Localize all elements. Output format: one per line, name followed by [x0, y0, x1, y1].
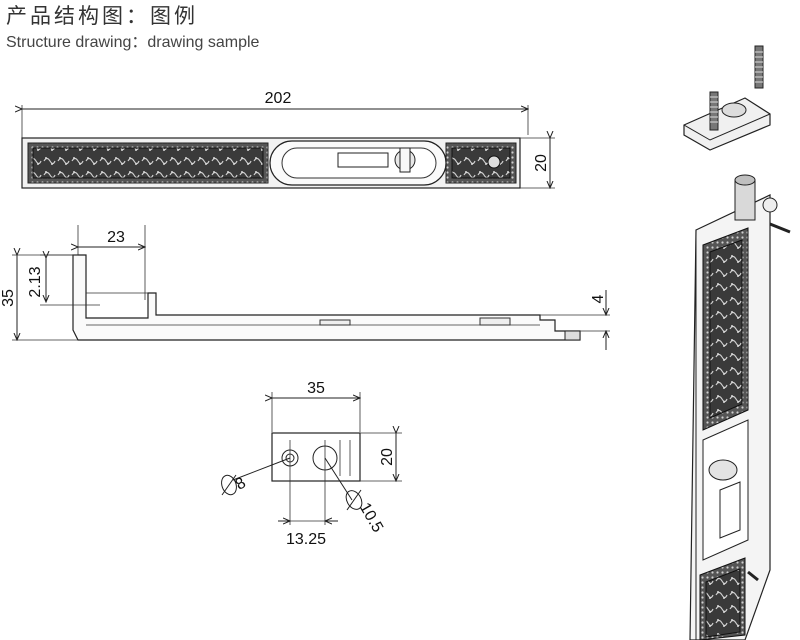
product-illustration — [683, 45, 791, 640]
dim-hole-large: 10.5 — [356, 500, 386, 536]
knob-3d — [708, 459, 738, 481]
ornament-pattern-left — [32, 147, 264, 179]
dim-side-offset: 2.13 — [27, 266, 44, 297]
slide-window — [337, 152, 389, 168]
diameter-icon-2 — [345, 489, 363, 511]
bolt-profile-side — [72, 254, 581, 341]
screw-head-top — [487, 155, 501, 169]
bolt-icon — [709, 45, 764, 131]
dim-plate-height: 20 — [379, 448, 396, 466]
page-title-cn: 产品结构图：图例 — [6, 4, 198, 28]
plate-view: 35 20 8 10.5 13.25 — [221, 380, 402, 548]
knob-grip — [399, 147, 411, 173]
dim-hole-spacing: 13.25 — [286, 531, 326, 548]
top-view: 202 20 — [22, 90, 555, 188]
side-view: 23 35 2.13 4 — [0, 225, 610, 350]
dim-top-height: 20 — [533, 154, 550, 172]
diameter-icon — [221, 474, 237, 496]
ornament-pattern-right — [451, 147, 511, 179]
page-title-en: Structure drawing：drawing sample — [6, 34, 260, 51]
dim-hole-small: 8 — [233, 474, 249, 493]
dim-side-flange: 23 — [107, 229, 125, 246]
dim-plate-width: 35 — [307, 380, 325, 397]
bolt-pin-3d — [734, 179, 756, 221]
dim-side-thickness: 4 — [590, 294, 607, 303]
dim-side-height: 35 — [0, 289, 17, 307]
dim-top-length: 202 — [265, 90, 292, 107]
